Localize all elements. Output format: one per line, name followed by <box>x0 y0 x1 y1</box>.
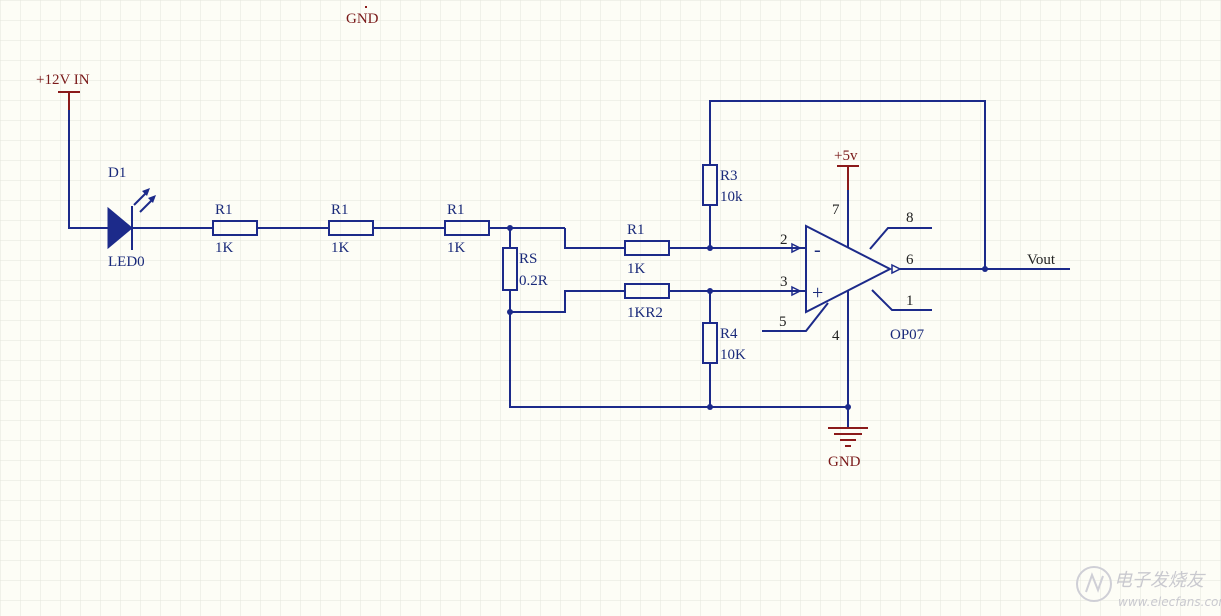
gnd-top-label: GND <box>346 11 379 27</box>
gnd-bottom-label: GND <box>828 454 861 470</box>
opamp-pin3: 3 <box>780 274 788 290</box>
wire-ground-bus <box>509 312 848 408</box>
watermark: 电子发烧友 www.elecfans.com <box>1076 566 1221 609</box>
wire-node-r1d <box>564 228 625 249</box>
opamp-pin4: 4 <box>832 328 840 344</box>
r4-value: 10K <box>720 347 746 363</box>
r3-value: 10k <box>720 189 743 205</box>
junction-r4-top <box>707 288 713 294</box>
d1-value: LED0 <box>108 254 145 270</box>
resistor-r4: R4 10K <box>702 291 746 407</box>
opamp-ref: OP07 <box>890 327 925 343</box>
vin-label: +12V IN <box>36 72 90 88</box>
opamp-pin7: 7 <box>832 202 840 218</box>
opamp-plus: + <box>812 282 823 304</box>
junction-rs-top <box>507 225 513 231</box>
r4-ref: R4 <box>720 326 738 342</box>
r1c-ref: R1 <box>447 202 465 218</box>
r3-ref: R3 <box>720 168 738 184</box>
watermark-text: 电子发烧友 <box>1114 570 1206 591</box>
vout-label: Vout <box>1027 252 1056 268</box>
opamp-op07: - + 2 3 7 4 8 1 5 6 OP07 <box>762 190 932 407</box>
r1a-value: 1K <box>215 240 234 256</box>
rs-value: 0.2R <box>519 273 548 289</box>
d1-ref: D1 <box>108 165 126 181</box>
vcc-label: +5v <box>834 148 858 164</box>
gnd-symbol-bottom: GND <box>828 407 868 470</box>
r1c-value: 1K <box>447 240 466 256</box>
opamp-pin2: 2 <box>780 232 788 248</box>
opamp-pin8: 8 <box>906 210 914 226</box>
gnd-port-top: GND <box>346 6 379 27</box>
rs-ref: RS <box>519 251 537 267</box>
r1b-ref: R1 <box>331 202 349 218</box>
vcc-port: +5v <box>834 148 859 190</box>
junction-r4-bottom <box>707 404 713 410</box>
junction-vout <box>982 266 988 272</box>
opamp-minus: - <box>814 239 821 261</box>
r1b-value: 1K <box>331 240 350 256</box>
r2-label: 1KR2 <box>627 305 663 321</box>
vin-port: +12V IN <box>36 72 90 110</box>
wire-feedback <box>709 100 986 269</box>
r1d-ref: R1 <box>627 222 645 238</box>
opamp-pin5: 5 <box>779 314 787 330</box>
opamp-pin1: 1 <box>906 293 914 309</box>
resistor-r1a: R1 1K <box>212 202 258 256</box>
resistor-r3: R3 10k <box>702 164 743 248</box>
wire-vin-led <box>68 110 108 229</box>
resistor-r1c: R1 1K <box>444 202 490 256</box>
led-d1: D1 LED0 <box>107 165 156 270</box>
wire-node-r2 <box>510 290 625 313</box>
resistor-rs: RS 0.2R <box>502 228 548 312</box>
watermark-url: www.elecfans.com <box>1118 595 1221 609</box>
r1d-value: 1K <box>627 261 646 277</box>
junction-r3 <box>707 245 713 251</box>
r1a-ref: R1 <box>215 202 233 218</box>
opamp-pin6: 6 <box>906 252 914 268</box>
